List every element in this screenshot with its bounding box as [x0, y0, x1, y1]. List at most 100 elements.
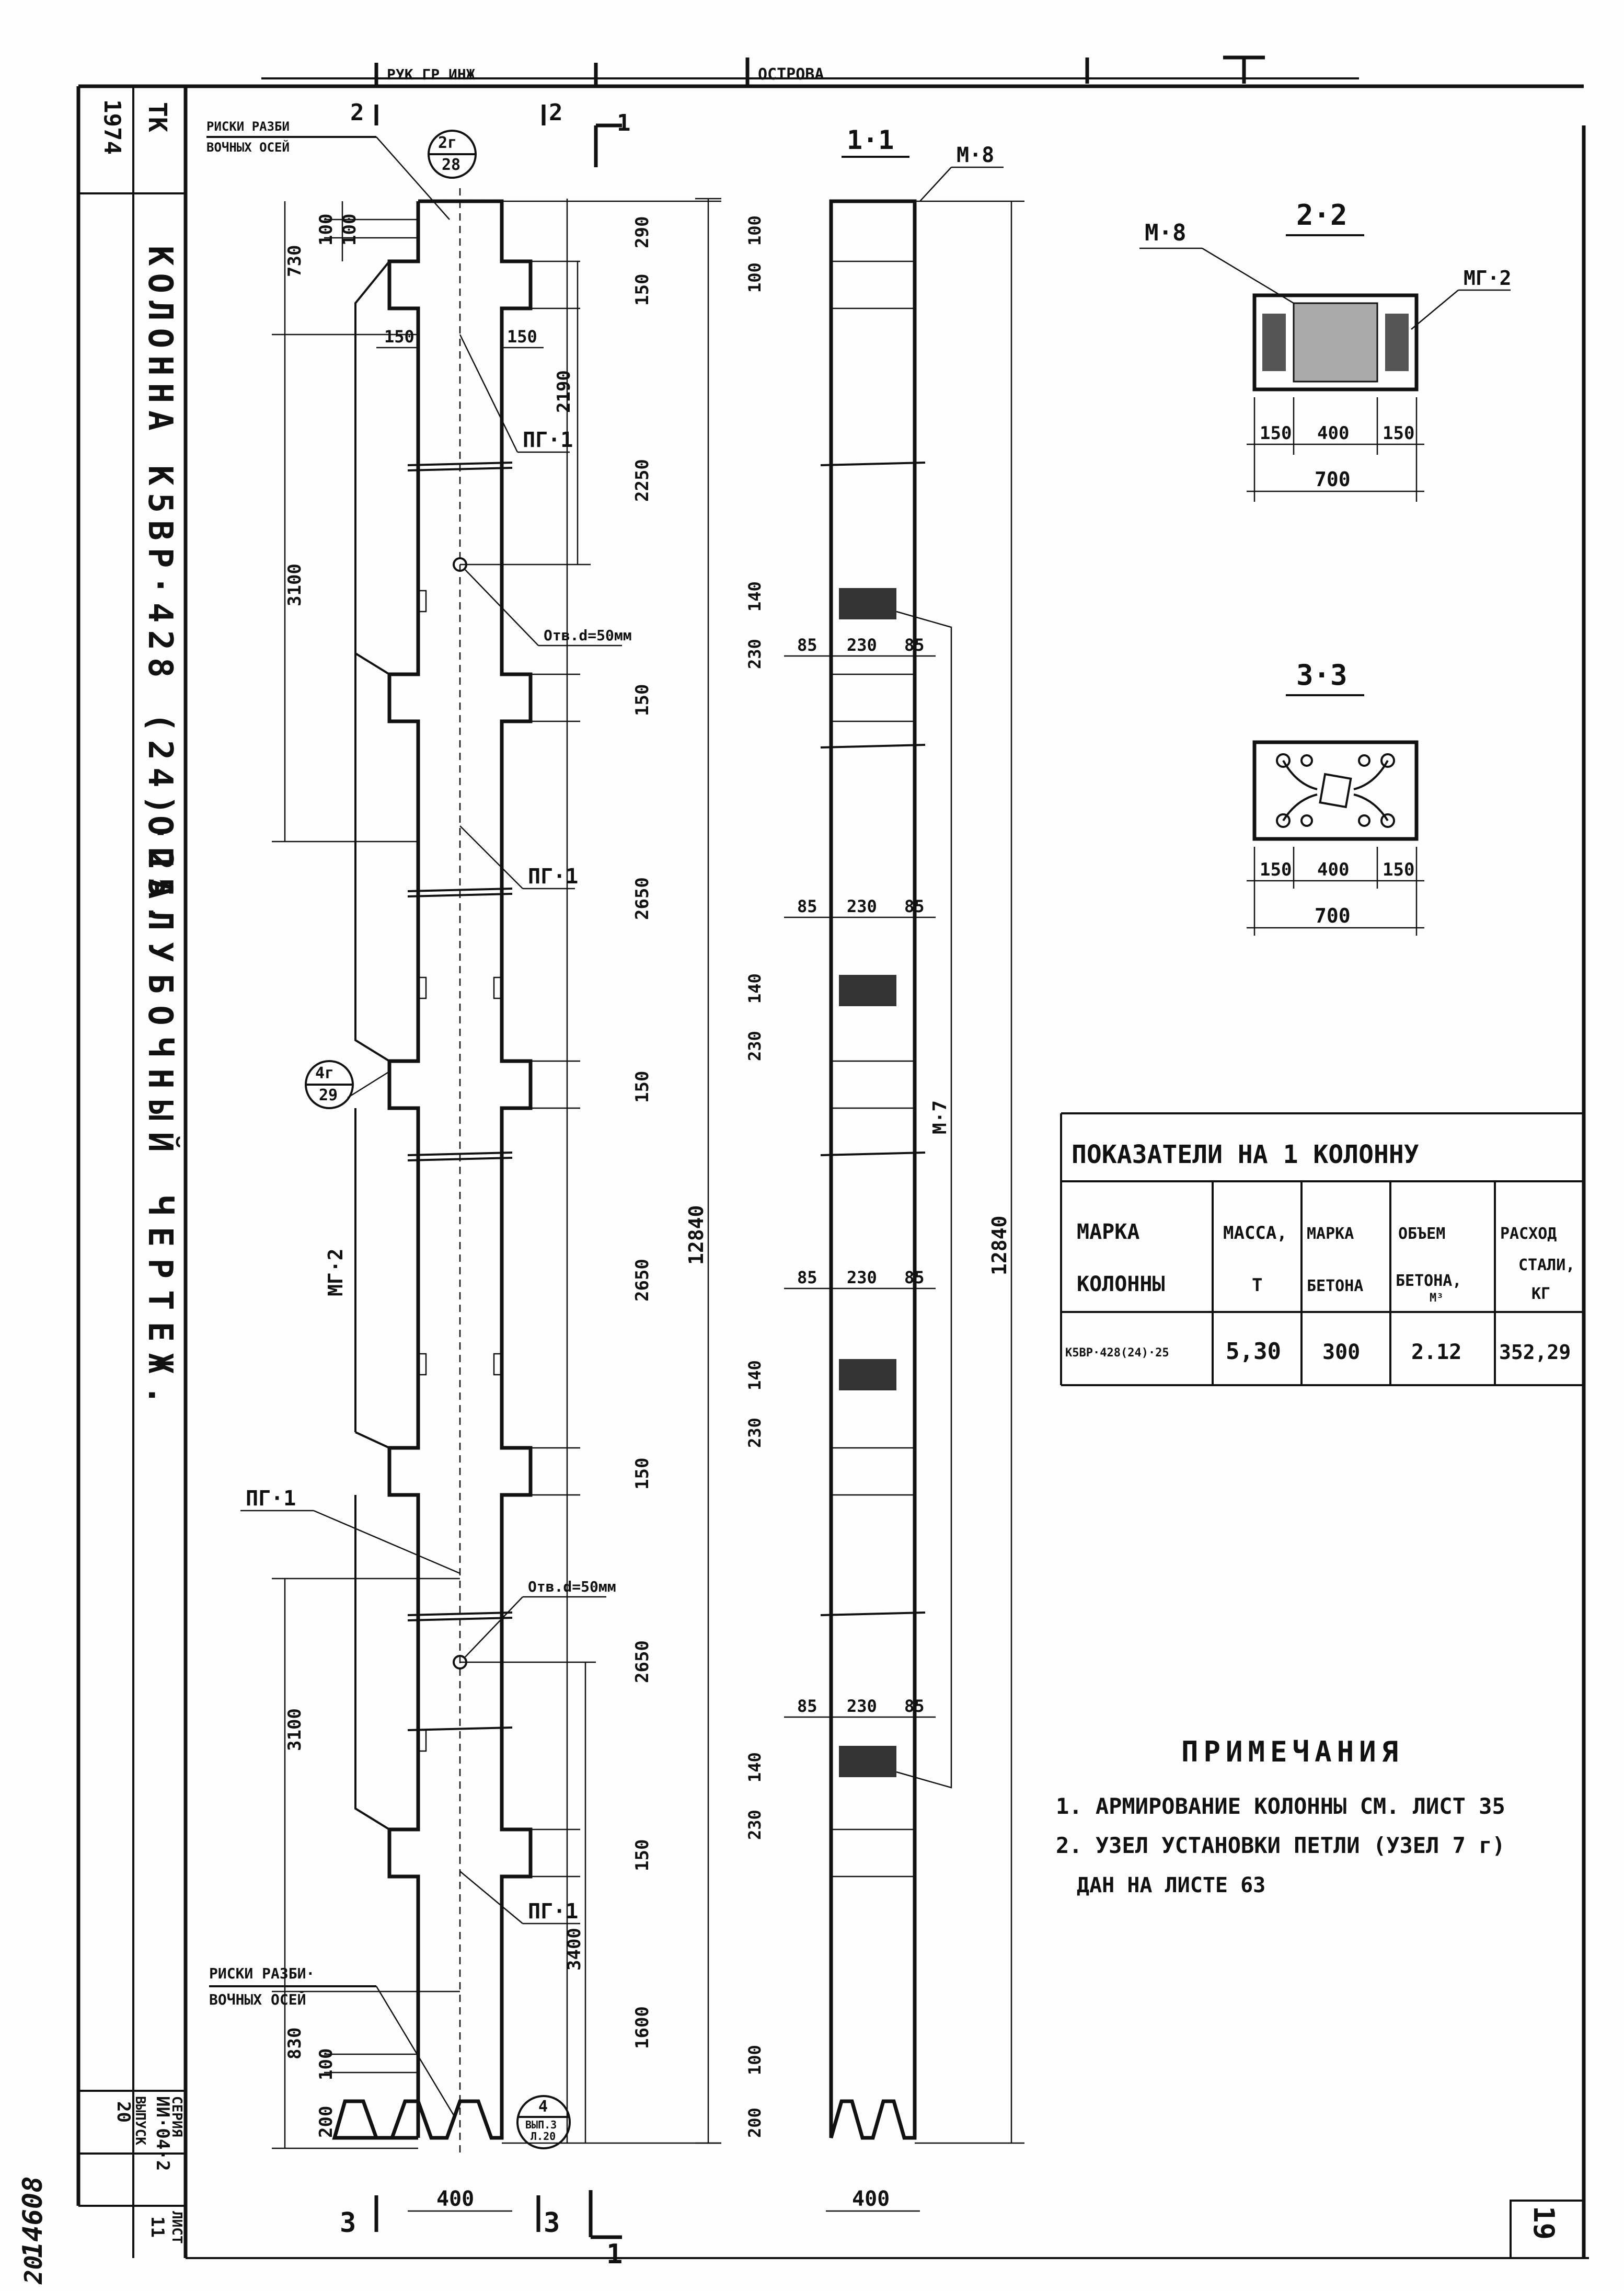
indicators-title: ПОКАЗАТЕЛИ НА 1 КОЛОННУ [1072, 1140, 1419, 1169]
s11-dim-200: 200 [745, 2108, 765, 2138]
hdr-volume-1: ОБЪЕМ [1398, 1225, 1445, 1243]
label-pg1-c: ПГ·1 [246, 1487, 296, 1511]
hdr-concrete-1: МАРКА [1307, 1225, 1354, 1243]
svg-text:29: 29 [319, 1086, 338, 1104]
s11-dim-230b: 230 [745, 1031, 765, 1061]
dim-l-3100b: 3100 [284, 1708, 305, 1751]
svg-text:28: 28 [442, 156, 460, 174]
dim-l-200: 200 [316, 2106, 337, 2138]
s11-dim-100c: 100 [745, 2045, 765, 2075]
cut3-left-label: 3 [340, 2207, 356, 2239]
svg-text:2г: 2г [438, 134, 457, 152]
row-volume: 2.12 [1411, 1340, 1461, 1364]
dim-l-100a: 100 [316, 214, 337, 246]
hdr-mark-1: МАРКА [1077, 1220, 1139, 1244]
section-22-mg2: МГ·2 [1464, 267, 1512, 290]
dim-total-elevation: 12840 [685, 1205, 708, 1265]
stamp-right: ОСТРОВА [758, 65, 824, 84]
label-pg1-b: ПГ·1 [528, 865, 578, 889]
section-2-2: 2·2 М·8 МГ·2 150 400 150 700 [1139, 199, 1512, 502]
svg-text:Л.20: Л.20 [531, 2130, 556, 2143]
s22-dim-150b: 150 [1383, 423, 1414, 444]
section-11-m7: М·7 [929, 1100, 951, 1134]
s11-h230a: 230 [847, 635, 877, 655]
dim-r-2650b: 2650 [632, 1259, 653, 1302]
s11-h230c: 230 [847, 1268, 877, 1287]
leader-labels: ПГ·1 ПГ·1 ПГ·1 ПГ·1 МГ·2 Отв.d=50мм Отв.… [240, 334, 632, 1925]
cut1-bottom-label: 1 [606, 2239, 623, 2270]
label-hole-top: Отв.d=50мм [544, 627, 632, 644]
dim-r-150e: 150 [632, 1839, 653, 1871]
cut2-right-label: 2 [549, 99, 563, 126]
node-callout-mid: 4г 29 [305, 1060, 390, 1109]
dim-l-100c: 100 [316, 2048, 337, 2080]
label-pg1-a: ПГ·1 [523, 428, 573, 452]
axis-marks-label-bottom-1: РИСКИ РАЗБИ· [209, 1965, 315, 1982]
s11-h230b: 230 [847, 896, 877, 916]
s11-h85h: 85 [904, 1696, 925, 1716]
svg-text:4г: 4г [315, 1064, 334, 1083]
year: 1974 [99, 99, 125, 155]
node-callout-top: 2г 28 [428, 130, 477, 179]
axis-marks-label-bottom-2: ВОЧНЫХ ОСЕЙ [209, 1990, 306, 2008]
dim-console-right: 150 [507, 327, 537, 347]
archive-number: 14608 [17, 2176, 49, 2258]
section-11-plates [839, 588, 896, 1777]
s33-dim-150a: 150 [1260, 859, 1292, 880]
s33-dim-700: 700 [1315, 904, 1351, 927]
s11-h85c: 85 [797, 896, 817, 916]
row-mass: 5,30 [1226, 1338, 1281, 1365]
cut-markers: 2 2 1 3 3 1 [340, 99, 631, 2270]
dim-l-3100a: 3100 [284, 563, 305, 606]
section-11-total: 12840 [988, 1216, 1011, 1275]
section-11-m8: М·8 [957, 143, 994, 167]
section-22-m8: М·8 [1145, 220, 1186, 246]
svg-text:4: 4 [538, 2098, 548, 2116]
archive-suffix: 20 [19, 2255, 48, 2285]
s33-dim-150b: 150 [1383, 859, 1414, 880]
drawing-subtitle: ОПАЛУБОЧНЫЙ ЧЕРТЕЖ. [141, 815, 180, 1417]
svg-text:ВЫП.3: ВЫП.3 [525, 2119, 557, 2131]
dim-console-left: 150 [384, 327, 414, 347]
column-elevation: 290 150 2190 2250 150 2650 150 2650 150 … [206, 99, 721, 2270]
s11-dim-230d: 230 [745, 1810, 765, 1840]
section-33-rebars [1276, 753, 1395, 828]
indicators-table: ПОКАЗАТЕЛИ НА 1 КОЛОННУ МАРКА КОЛОННЫ МА… [1060, 1112, 1584, 1386]
hdr-steel-3: КГ [1531, 1285, 1550, 1303]
s22-dim-150a: 150 [1260, 423, 1292, 444]
dim-r-1600: 1600 [632, 2006, 653, 2049]
hdr-mass-2: Т [1252, 1275, 1262, 1296]
issue-label: ВЫПУСК [132, 2096, 148, 2145]
section-11-width: 400 [852, 2187, 890, 2211]
column-outline [332, 199, 533, 2140]
section-1-1: 1·1 М·8 М·7 [745, 125, 1024, 2212]
section-22-plate [1293, 302, 1378, 383]
hdr-mark-2: КОЛОННЫ [1077, 1272, 1165, 1296]
hdr-steel-1: РАСХОД [1500, 1225, 1557, 1243]
s11-h85f: 85 [904, 1268, 925, 1287]
label-mg2: МГ·2 [324, 1248, 347, 1296]
hdr-mass-1: МАССА, [1223, 1223, 1287, 1244]
dim-r-3400: 3400 [564, 1928, 585, 1971]
series-label: СЕРИЯ [169, 2096, 185, 2137]
row-mark: К5ВР·428(24)·25 [1065, 1346, 1169, 1360]
s11-h85b: 85 [904, 635, 925, 655]
section-33-title: 3·3 [1296, 659, 1347, 692]
dim-l-830: 830 [284, 2028, 305, 2059]
drawing-title: КОЛОННА К5ВР·428 (24)·25. [141, 246, 179, 932]
dim-r-150a: 150 [632, 274, 653, 306]
dim-r-2250: 2250 [632, 459, 653, 502]
notes-title: ПРИМЕЧАНИЯ [1181, 1735, 1403, 1768]
title-column: 1974 ТК КОЛОННА К5ВР·428 (24)·25. ОПАЛУБ… [17, 99, 1560, 2285]
section-22-rebar-left [1262, 314, 1286, 371]
notes: ПРИМЕЧАНИЯ 1. АРМИРОВАНИЕ КОЛОННЫ СМ. ЛИ… [1056, 1735, 1505, 1897]
cut2-left-label: 2 [350, 99, 364, 126]
section-22-title: 2·2 [1296, 199, 1347, 232]
dim-r-150b: 150 [632, 684, 653, 716]
org: ТК [143, 102, 172, 132]
page-number: 19 [1527, 2206, 1560, 2240]
s33-dim-400: 400 [1317, 859, 1349, 880]
s11-h85g: 85 [797, 1696, 817, 1716]
hdr-concrete-2: БЕТОНА [1307, 1277, 1363, 1295]
section-11-title: 1·1 [847, 125, 894, 155]
